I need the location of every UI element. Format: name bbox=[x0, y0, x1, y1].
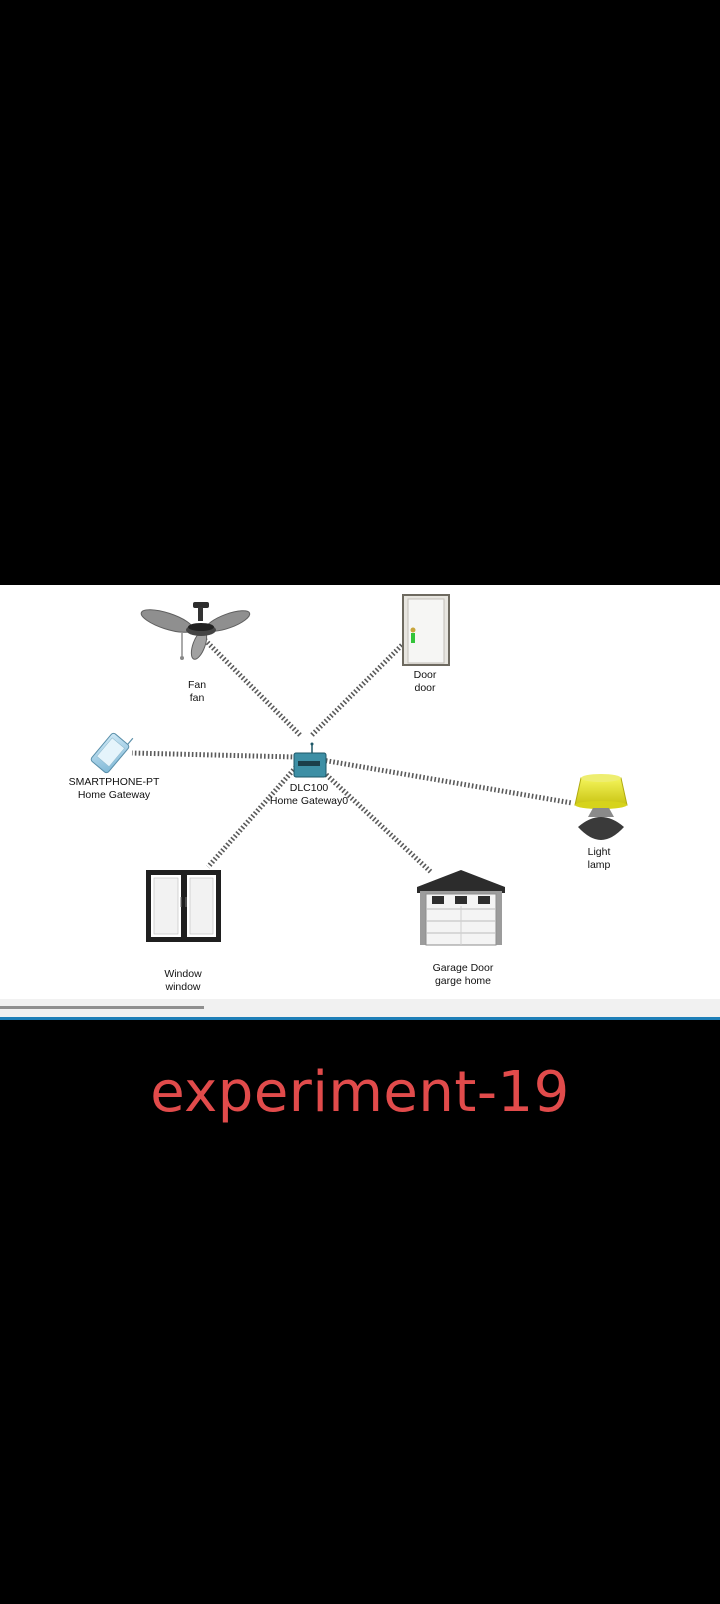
experiment-caption: experiment-19 bbox=[150, 1060, 570, 1125]
window-label: Window window bbox=[113, 968, 253, 994]
light-label: Light lamp bbox=[529, 846, 669, 872]
garage-model-text: Garage Door bbox=[432, 962, 494, 974]
garage-door-icon[interactable] bbox=[417, 870, 505, 946]
smartphone-name-text: Home Gateway bbox=[77, 789, 151, 801]
link-gateway-smartphone bbox=[131, 750, 297, 760]
link-gateway-garage bbox=[316, 765, 434, 875]
garage-name-text: garge home bbox=[434, 975, 492, 987]
light-model-text: Light bbox=[587, 846, 611, 858]
gateway-model-text: DLC100 bbox=[289, 782, 329, 794]
door-icon[interactable] bbox=[402, 594, 450, 666]
door-model-text: Door bbox=[413, 669, 437, 681]
light-name-text: lamp bbox=[587, 859, 611, 871]
link-gateway-window bbox=[206, 765, 298, 869]
dlc100-gateway-icon[interactable] bbox=[293, 742, 327, 778]
window-model-text: Window bbox=[164, 968, 202, 980]
lamp-icon[interactable] bbox=[574, 774, 628, 840]
gateway-label: DLC100 Home Gateway0 bbox=[239, 782, 379, 808]
door-label: Door door bbox=[355, 669, 495, 695]
horizontal-scrollbar[interactable] bbox=[0, 999, 720, 1020]
scrollbar-thumb[interactable] bbox=[0, 1006, 204, 1009]
window-icon[interactable] bbox=[146, 870, 221, 942]
fan-label: Fan fan bbox=[127, 679, 267, 705]
garage-label: Garage Door garge home bbox=[393, 962, 533, 988]
fan-model-text: Fan bbox=[187, 679, 207, 691]
fan-name-text: fan bbox=[189, 692, 205, 704]
gateway-name-text: Home Gateway0 bbox=[269, 795, 349, 807]
smartphone-icon[interactable] bbox=[90, 726, 135, 774]
window-name-text: window bbox=[165, 981, 201, 993]
door-name-text: door bbox=[414, 682, 436, 694]
link-gateway-light bbox=[321, 757, 573, 806]
fan-icon[interactable] bbox=[139, 602, 252, 661]
wireless-links bbox=[131, 638, 573, 875]
smartphone-label: SMARTPHONE-PT Home Gateway bbox=[44, 776, 184, 802]
topology-workspace[interactable]: DLC100 Home Gateway0 Fan fan Door door S… bbox=[0, 585, 720, 1020]
topology-canvas bbox=[90, 594, 628, 946]
smartphone-model-text: SMARTPHONE-PT bbox=[68, 776, 160, 788]
